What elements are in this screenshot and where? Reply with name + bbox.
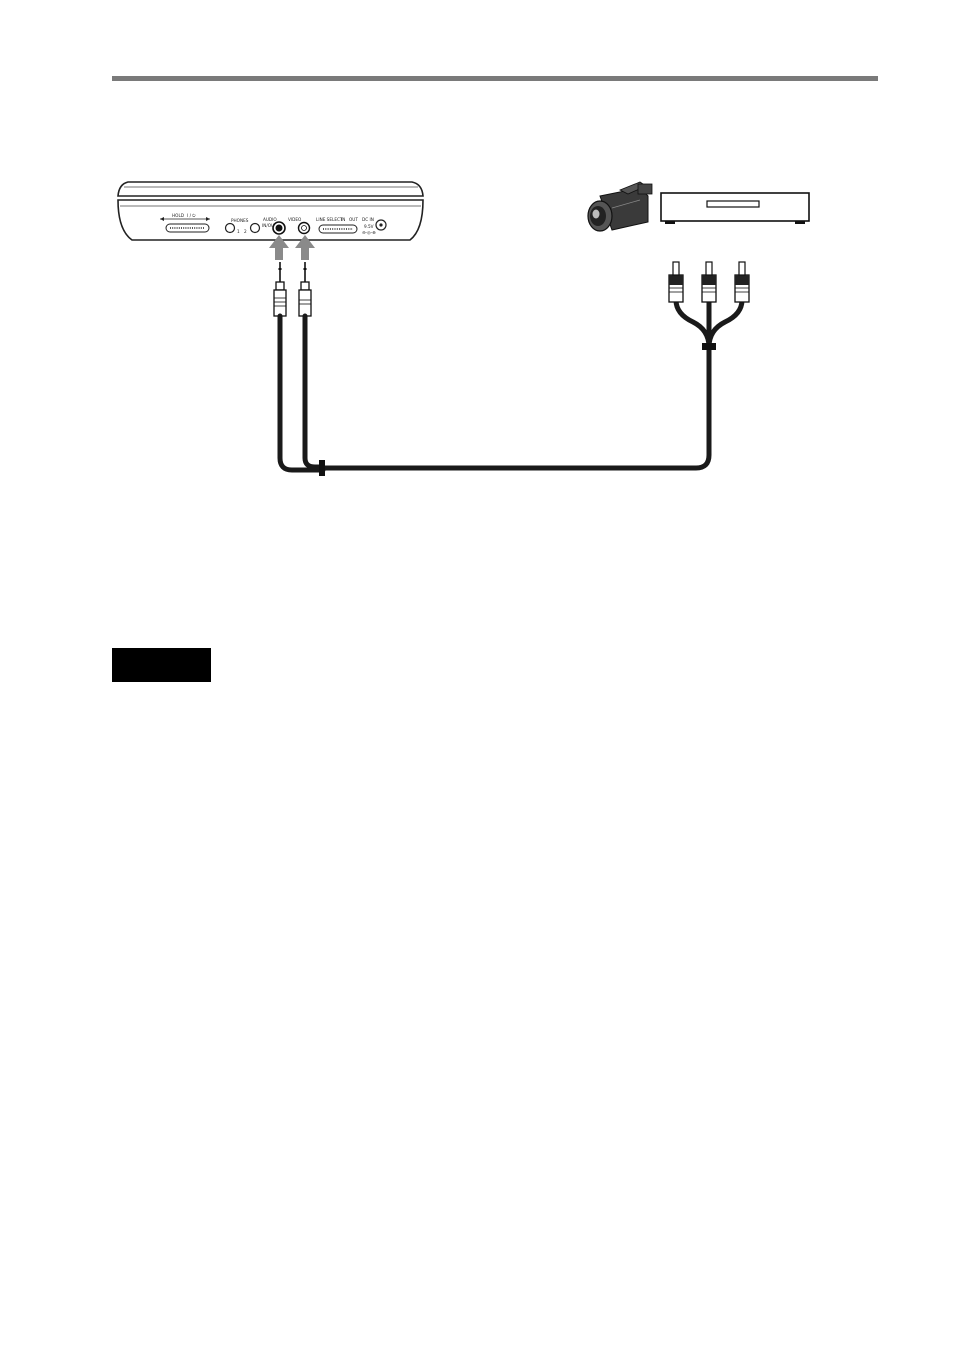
line-select-label: LINE SELECT (316, 217, 343, 222)
rca-plug-right (735, 262, 749, 302)
out-label: OUT (349, 217, 358, 222)
cable-clip (319, 460, 325, 476)
mini-plug-video (299, 262, 311, 316)
svg-text:2: 2 (244, 229, 247, 234)
vcr-icon (661, 193, 809, 224)
hold-label: HOLD (172, 213, 184, 218)
rca-plug-center (702, 262, 716, 302)
video-label: VIDEO (288, 217, 302, 222)
svg-text:1: 1 (237, 229, 240, 234)
mini-plug-audio (274, 262, 286, 316)
line-select-switch: LINE SELECT IN OUT (316, 217, 358, 233)
camcorder-icon (588, 182, 652, 231)
rca-plug-left (669, 262, 683, 302)
svg-text:I / ⏻: I / ⏻ (187, 213, 196, 218)
in-label: IN (341, 217, 345, 222)
audio-label: AUDIO (263, 217, 277, 222)
dc-in-label: DC IN (362, 217, 374, 222)
dvd-player: HOLD I / ⏻ PHONES 1 2 AUDIO IN/OUT VIDEO (118, 182, 423, 240)
connection-cable (280, 300, 742, 470)
note-heading-box (112, 648, 211, 682)
svg-text:⊖-◎-⊕: ⊖-◎-⊕ (362, 230, 376, 235)
phones-label: PHONES (231, 218, 249, 223)
dc-voltage-label: 9.5V (364, 224, 374, 229)
cable-splitter (702, 343, 716, 350)
